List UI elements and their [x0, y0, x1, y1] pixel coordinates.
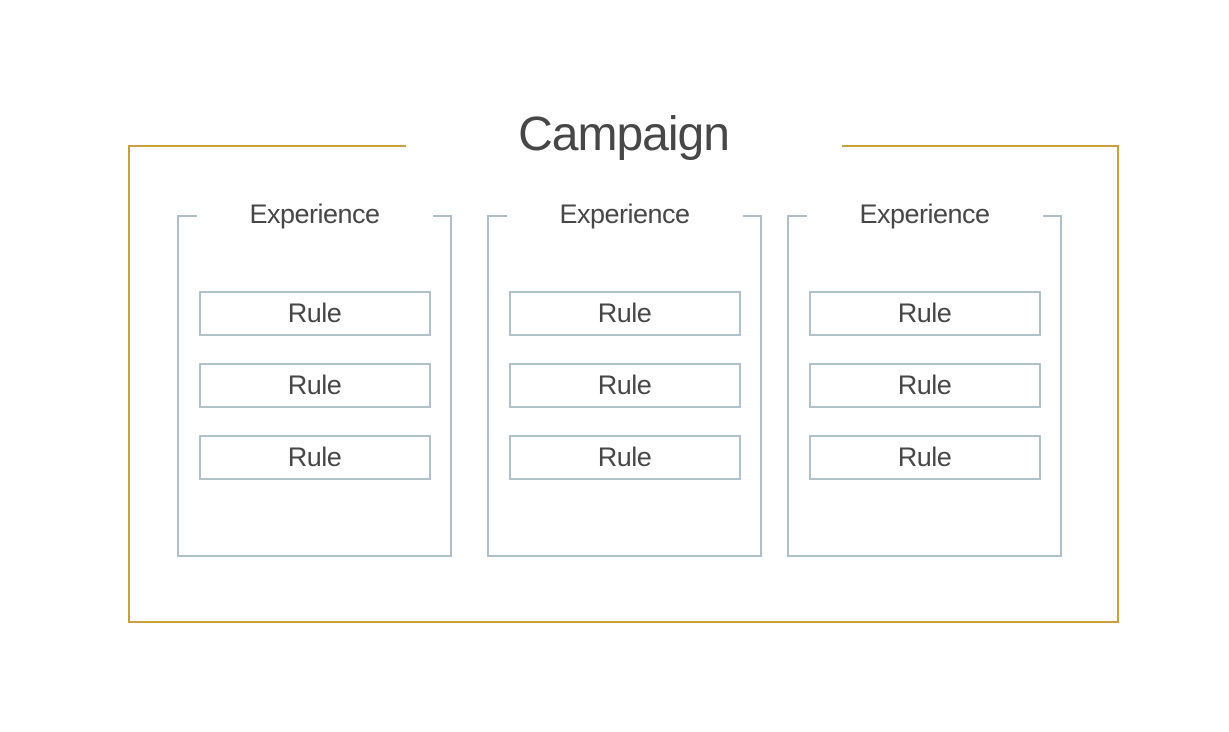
rule-box: Rule — [508, 291, 741, 336]
rule-box: Rule — [198, 291, 431, 336]
rule-box: Rule — [508, 363, 741, 408]
rule-box: Rule — [808, 363, 1041, 408]
rule-list: Rule Rule Rule — [489, 217, 760, 480]
experience-title: Experience — [806, 198, 1043, 232]
experience-title: Experience — [196, 198, 433, 232]
rule-list: Rule Rule Rule — [789, 217, 1060, 480]
experience-container-1: Experience Rule Rule Rule — [177, 198, 452, 557]
experience-container-3: Experience Rule Rule Rule — [787, 198, 1062, 557]
experience-title: Experience — [506, 198, 743, 232]
rule-list: Rule Rule Rule — [179, 217, 450, 480]
campaign-title: Campaign — [405, 106, 842, 164]
campaign-container: Campaign Experience Rule Rule Rule Exper… — [128, 106, 1119, 623]
rule-box: Rule — [198, 363, 431, 408]
rule-box: Rule — [808, 435, 1041, 480]
experience-container-2: Experience Rule Rule Rule — [487, 198, 762, 557]
rule-box: Rule — [808, 291, 1041, 336]
rule-box: Rule — [508, 435, 741, 480]
rule-box: Rule — [198, 435, 431, 480]
